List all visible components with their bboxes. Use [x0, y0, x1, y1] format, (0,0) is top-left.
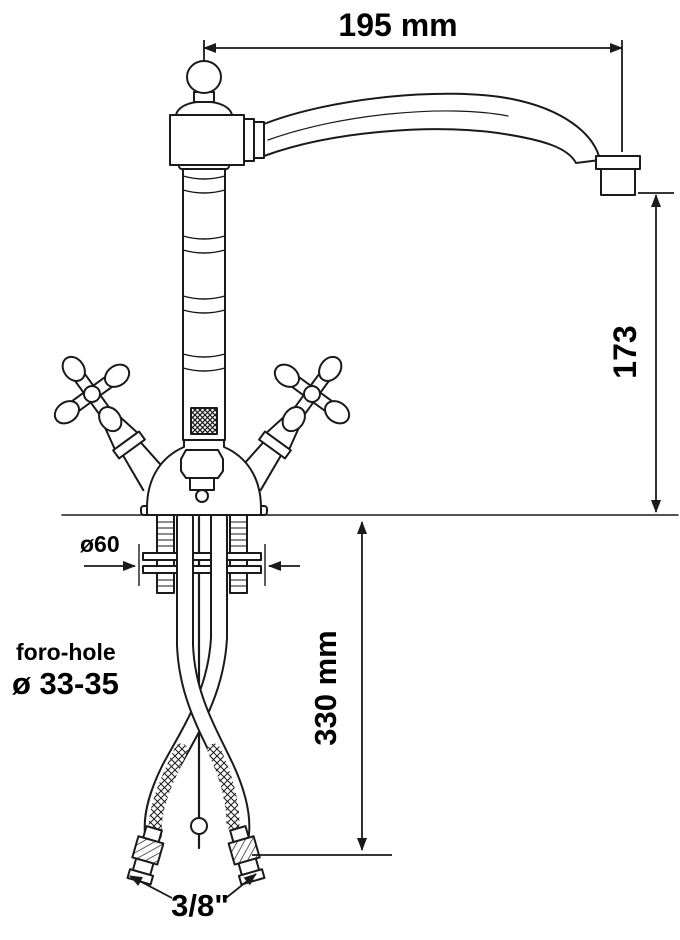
dimension-annotations: 195 mm 173 ø60 foro-hole ø 33-35 330 mm [12, 7, 674, 923]
braided-hose-left [148, 743, 188, 833]
faucet-column [178, 155, 230, 503]
faucet-drawing [53, 60, 679, 886]
left-handle [53, 355, 169, 492]
hose-fitting-left [126, 825, 165, 886]
dimension-below-counter-label: 330 mm [308, 630, 343, 745]
rod-ball [190, 817, 208, 835]
faucet-spout [263, 92, 641, 196]
mounting-plate-lower [142, 565, 262, 574]
hole-diameter-label: ø 33-35 [12, 666, 119, 701]
faucet-head [169, 60, 265, 166]
dimension-spout-reach: 195 mm [203, 7, 623, 152]
right-handle [235, 355, 351, 492]
mounting-plate-upper [142, 552, 262, 561]
dimension-below-counter: 330 mm [252, 521, 392, 856]
dimension-flange-diameter-label: ø60 [80, 531, 120, 557]
spout-nozzle [600, 168, 636, 196]
dimension-connector-size-label: 3/8" [171, 888, 229, 923]
braided-hose-right [207, 743, 240, 831]
right-handle-top-lobe [318, 355, 343, 382]
left-handle-top-lobe [61, 355, 86, 382]
dimension-spout-reach-label: 195 mm [338, 7, 457, 43]
dimension-spout-height-label: 173 [607, 325, 643, 378]
mounting-shanks [142, 514, 262, 594]
dimension-spout-height: 173 [607, 192, 674, 513]
aerator-detail [190, 407, 218, 435]
front-outlet [180, 449, 224, 479]
dimension-flange-diameter: ø60 [80, 531, 300, 586]
hole-label: foro-hole [16, 639, 116, 665]
finial-ball [186, 60, 222, 94]
supply-hoses [126, 509, 266, 886]
dimension-connector-size: 3/8" [129, 873, 257, 923]
hole-annotation: foro-hole ø 33-35 [12, 639, 119, 701]
spout-nozzle-ring [595, 155, 641, 170]
